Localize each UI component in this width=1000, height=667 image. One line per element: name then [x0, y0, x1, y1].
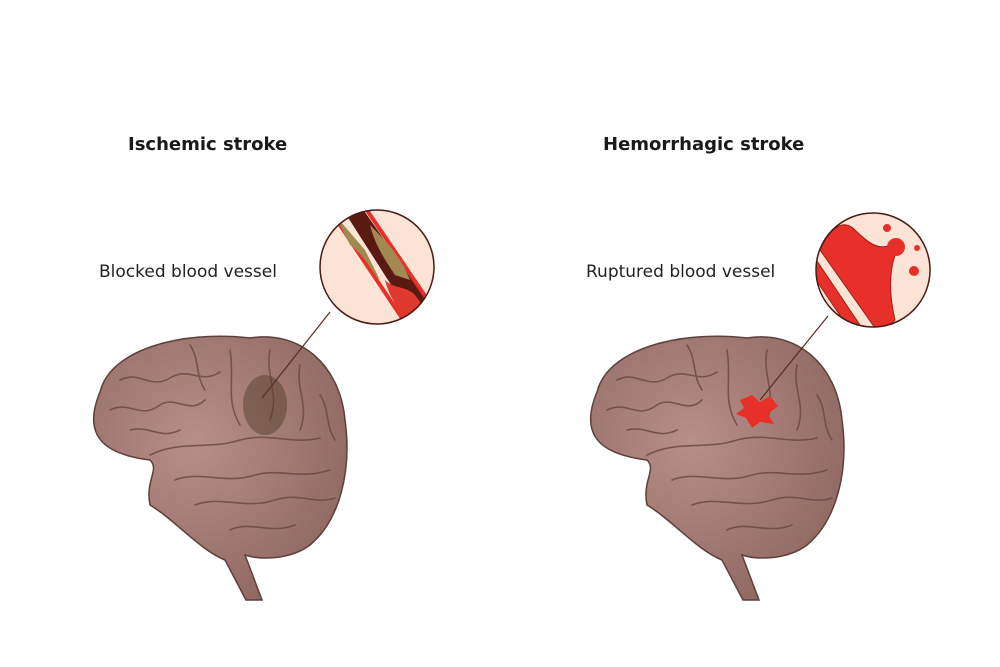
leader-line-left: [261, 311, 331, 399]
brain-ischemic: [92, 335, 348, 601]
leader-line-right: [759, 315, 829, 401]
ruptured-vessel-label: Ruptured blood vessel: [586, 262, 776, 282]
ruptured-vessel-magnifier: [815, 212, 931, 328]
ischemic-area: [243, 375, 287, 435]
hemorrhagic-title: Hemorrhagic stroke: [603, 134, 805, 155]
blocked-vessel-label: Blocked blood vessel: [99, 262, 277, 282]
hemorrhage-area: [736, 395, 778, 428]
brain-hemorrhagic: [589, 335, 845, 601]
blocked-vessel-magnifier: [319, 209, 435, 325]
ischemic-title: Ischemic stroke: [128, 134, 288, 155]
